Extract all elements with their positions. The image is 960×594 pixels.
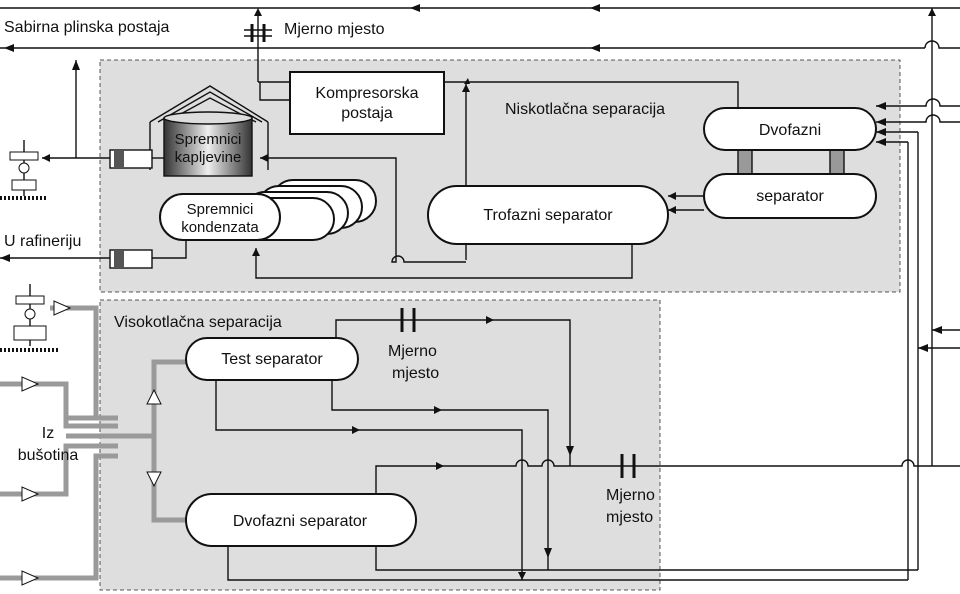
two-phase-separator-low [703, 107, 877, 219]
label-spremnici-kon-2: kondenzata [181, 219, 259, 236]
label-visokotlacna: Visokotlačna separacija [114, 314, 282, 331]
label-trofazni: Trofazni separator [483, 207, 613, 224]
label-test-separator: Test separator [221, 351, 323, 368]
label-separator-right: separator [756, 188, 824, 205]
meter-top-icon [244, 8, 272, 82]
two-phase-separator-high [185, 493, 417, 547]
label-niskotlacna: Niskotlačna separacija [505, 101, 665, 118]
compressor-station [289, 71, 445, 135]
meter-mid-icon [400, 308, 416, 332]
label-busotina: bušotina [18, 447, 79, 464]
wellhead-icon-lower [0, 284, 60, 352]
label-iz: Iz [42, 425, 54, 442]
pump-icon-lower [109, 240, 187, 269]
label-dvofazni-separator: Dvofazni separator [233, 513, 368, 530]
top-gas-lines [0, 4, 960, 466]
well-inlet-pipes [0, 300, 186, 586]
label-u-rafineriju: U rafineriju [4, 233, 81, 250]
label-spremnici-kon-1: Spremnici [187, 201, 254, 218]
label-spremnici-kap-1: Spremnici [175, 131, 242, 148]
wellhead-icon-upper [0, 140, 48, 200]
label-mjerno-mid-1: Mjerno [388, 343, 437, 360]
label-mjerno-right-1: Mjerno [606, 487, 655, 504]
three-phase-separator [427, 185, 669, 245]
label-sabirna: Sabirna plinska postaja [4, 19, 170, 36]
meter-right-icon [620, 454, 636, 478]
right-inlet-lines [876, 98, 960, 580]
test-separator [185, 337, 359, 381]
label-kompresorska-1: Kompresorska [315, 85, 418, 102]
label-mjerno-mid-2: mjesto [392, 365, 439, 382]
label-kompresorska-2: postaja [341, 105, 393, 122]
label-dvofazni-top: Dvofazni [759, 122, 821, 139]
label-spremnici-kap-2: kapljevine [175, 149, 242, 166]
condensate-tanks [159, 179, 377, 241]
label-mjerno-top: Mjerno mjesto [284, 21, 385, 38]
pump-icon-upper [109, 149, 164, 169]
label-mjerno-right-2: mjesto [606, 509, 653, 526]
liquid-tanks-building [149, 85, 269, 177]
